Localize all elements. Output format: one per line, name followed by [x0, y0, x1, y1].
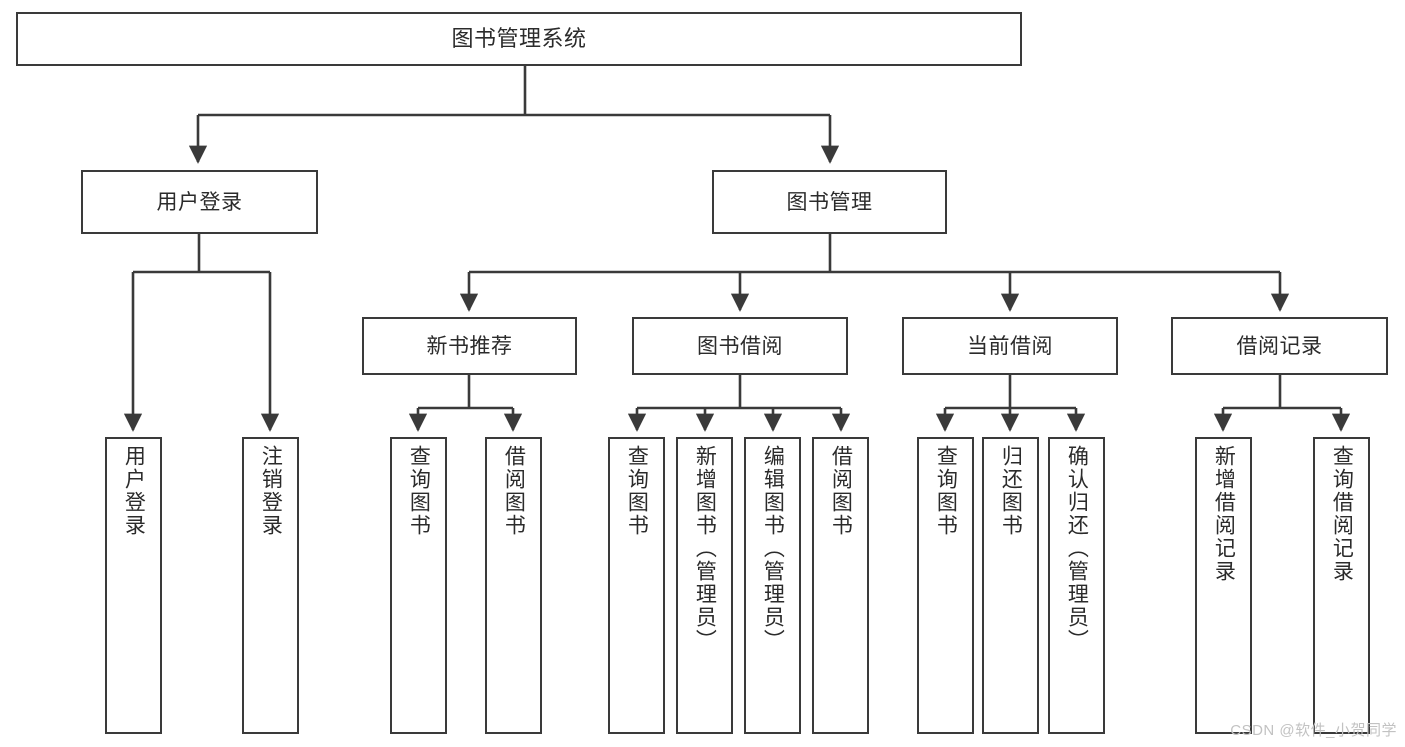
node-label: 新增借阅记录	[1212, 445, 1236, 583]
node-book-management[interactable]: 图书管理	[712, 170, 947, 234]
node-new-book-recommend[interactable]: 新书推荐	[362, 317, 577, 375]
node-label: 注销登录	[259, 445, 283, 537]
leaf-book-borrow-query[interactable]: 查询图书	[608, 437, 665, 734]
leaf-borrow-record-query[interactable]: 查询借阅记录	[1313, 437, 1370, 734]
node-label: 查询图书	[625, 445, 649, 537]
node-label: 用户登录	[122, 445, 146, 537]
leaf-borrow-record-add[interactable]: 新增借阅记录	[1195, 437, 1252, 734]
node-label: 图书借阅	[697, 334, 783, 358]
node-label: 新书推荐	[426, 334, 513, 358]
node-user-login[interactable]: 用户登录	[81, 170, 318, 234]
watermark-text: CSDN @软件_小贺同学	[1230, 722, 1397, 739]
leaf-new-book-query[interactable]: 查询图书	[390, 437, 447, 734]
leaf-user-login-login[interactable]: 用户登录	[105, 437, 162, 734]
node-label: 用户登录	[156, 190, 243, 214]
leaf-book-borrow-borrow[interactable]: 借阅图书	[812, 437, 869, 734]
node-label: 新增图书（管理员）	[693, 445, 717, 652]
leaf-book-borrow-add[interactable]: 新增图书（管理员）	[676, 437, 733, 734]
node-label: 查询图书	[407, 445, 431, 537]
leaf-current-borrow-return[interactable]: 归还图书	[982, 437, 1039, 734]
node-label: 借阅图书	[829, 445, 853, 537]
node-label: 编辑图书（管理员）	[761, 445, 785, 652]
node-root-system[interactable]: 图书管理系统	[16, 12, 1022, 66]
node-label: 借阅图书	[502, 445, 526, 537]
leaf-book-borrow-edit[interactable]: 编辑图书（管理员）	[744, 437, 801, 734]
leaf-new-book-borrow[interactable]: 借阅图书	[485, 437, 542, 734]
node-label: 查询借阅记录	[1330, 445, 1354, 583]
node-label: 归还图书	[999, 445, 1023, 537]
node-label: 图书管理	[786, 190, 873, 214]
node-label: 当前借阅	[967, 334, 1053, 358]
leaf-current-borrow-query[interactable]: 查询图书	[917, 437, 974, 734]
node-book-borrow[interactable]: 图书借阅	[632, 317, 848, 375]
node-label: 图书管理系统	[451, 26, 587, 51]
node-borrow-record[interactable]: 借阅记录	[1171, 317, 1388, 375]
leaf-user-login-logout[interactable]: 注销登录	[242, 437, 299, 734]
node-current-borrow[interactable]: 当前借阅	[902, 317, 1118, 375]
node-label: 查询图书	[934, 445, 958, 537]
leaf-current-borrow-confirm-return[interactable]: 确认归还（管理员）	[1048, 437, 1105, 734]
node-label: 确认归还（管理员）	[1065, 445, 1089, 652]
node-label: 借阅记录	[1236, 334, 1323, 358]
